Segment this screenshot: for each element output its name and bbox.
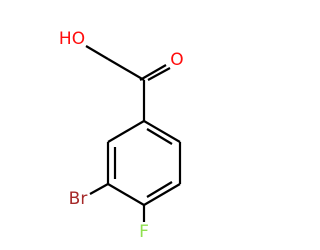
bond-ring-bromine: [89, 183, 109, 195]
hydroxyl-label: HO: [59, 29, 85, 49]
ring-bond-3: [143, 183, 181, 206]
ring-inner-bond-2: [146, 181, 173, 198]
atom-label-group: HO O Br F: [59, 29, 184, 242]
carbonyl-oxygen-label: O: [170, 50, 183, 70]
structure-diagram: HO O Br F: [59, 29, 184, 242]
ring-inner-bond-1: [146, 128, 173, 145]
bromine-label: Br: [69, 189, 88, 209]
bond-carbonyl-oxygen-b: [147, 67, 171, 81]
bond-ch2-carbonyl: [107, 58, 145, 81]
fluorine-label: F: [139, 222, 149, 242]
ring-bond-6: [107, 120, 145, 143]
ring-bond-4: [107, 183, 145, 206]
bond-carbonyl-oxygen-a: [139, 64, 167, 81]
bond-ch2-oh: [85, 45, 109, 60]
ring-bond-1: [143, 120, 181, 143]
bond-group: [85, 45, 182, 222]
